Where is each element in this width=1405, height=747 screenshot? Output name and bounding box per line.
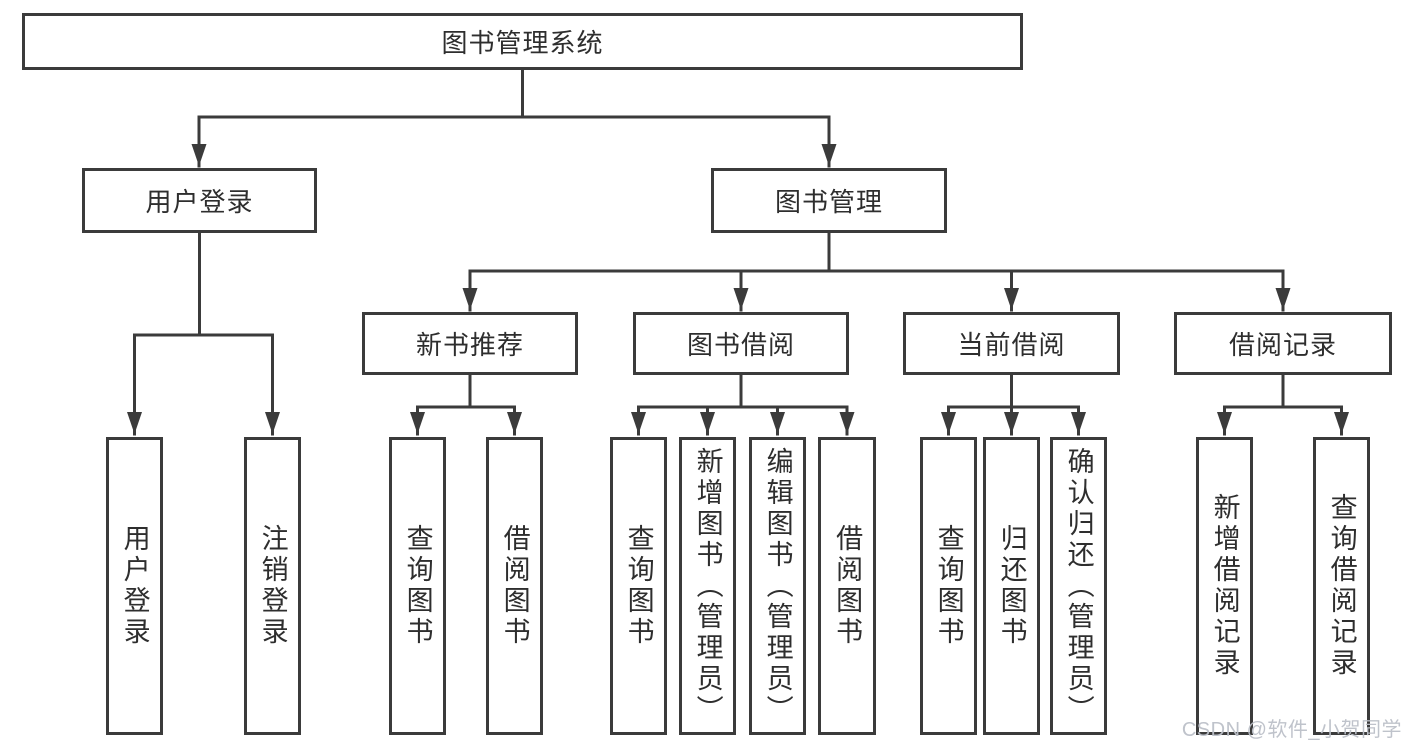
node-cb-confirm-label: 确认归还（管理员） bbox=[1063, 446, 1094, 726]
node-cb-query-label: 查询图书 bbox=[933, 524, 964, 648]
node-login-leaf-label: 用户登录 bbox=[119, 524, 150, 648]
node-cb-return: 归还图书 bbox=[983, 437, 1040, 735]
node-cb-return-label: 归还图书 bbox=[996, 524, 1027, 648]
node-cb-query: 查询图书 bbox=[920, 437, 977, 735]
node-bb-edit: 编辑图书（管理员） bbox=[749, 437, 806, 735]
node-bb-query: 查询图书 bbox=[610, 437, 667, 735]
node-nbr-borrow-label: 借阅图书 bbox=[499, 524, 530, 648]
node-br-add: 新增借阅记录 bbox=[1196, 437, 1253, 735]
node-bb-add-label: 新增图书（管理员） bbox=[692, 446, 723, 726]
node-nbr-query: 查询图书 bbox=[389, 437, 446, 735]
node-user-login: 用户登录 bbox=[82, 168, 317, 233]
connector-current-borrow-children bbox=[941, 373, 1086, 436]
connector-book-borrow-children bbox=[631, 373, 855, 436]
node-login-leaf: 用户登录 bbox=[106, 437, 163, 735]
connector-new-book-rec-children bbox=[410, 373, 522, 436]
node-nbr-query-label: 查询图书 bbox=[402, 524, 433, 648]
node-bb-borrow: 借阅图书 bbox=[818, 437, 876, 735]
node-nbr-borrow: 借阅图书 bbox=[486, 437, 543, 735]
node-borrow-record-label: 借阅记录 bbox=[1228, 330, 1337, 360]
node-logout-leaf: 注销登录 bbox=[244, 437, 301, 735]
connector-book-mgmt-children bbox=[462, 231, 1291, 312]
node-logout-leaf-label: 注销登录 bbox=[257, 524, 288, 648]
node-root: 图书管理系统 bbox=[22, 13, 1023, 70]
node-new-book-rec-label: 新书推荐 bbox=[415, 330, 524, 360]
node-root-label: 图书管理系统 bbox=[441, 28, 604, 58]
connector-user-login-children bbox=[127, 231, 280, 436]
node-book-borrow-label: 图书借阅 bbox=[686, 330, 795, 360]
node-current-borrow-label: 当前借阅 bbox=[957, 330, 1066, 360]
node-user-login-label: 用户登录 bbox=[145, 187, 254, 217]
node-bb-edit-label: 编辑图书（管理员） bbox=[762, 446, 793, 726]
node-bb-query-label: 查询图书 bbox=[623, 524, 654, 648]
node-cb-confirm: 确认归还（管理员） bbox=[1050, 437, 1107, 735]
csdn-watermark: CSDN @软件_小贺同学 bbox=[1181, 719, 1402, 741]
node-bb-add: 新增图书（管理员） bbox=[679, 437, 736, 735]
node-br-query-label: 查询借阅记录 bbox=[1326, 493, 1357, 679]
connector-root-children bbox=[191, 68, 837, 168]
node-br-query: 查询借阅记录 bbox=[1313, 437, 1370, 735]
node-new-book-rec: 新书推荐 bbox=[362, 312, 578, 375]
node-br-add-label: 新增借阅记录 bbox=[1209, 493, 1240, 679]
node-book-mgmt: 图书管理 bbox=[711, 168, 947, 233]
node-current-borrow: 当前借阅 bbox=[903, 312, 1120, 375]
node-bb-borrow-label: 借阅图书 bbox=[832, 524, 863, 648]
node-book-borrow: 图书借阅 bbox=[633, 312, 849, 375]
node-book-mgmt-label: 图书管理 bbox=[774, 187, 883, 217]
connector-borrow-record-children bbox=[1217, 373, 1349, 436]
node-borrow-record: 借阅记录 bbox=[1174, 312, 1392, 375]
